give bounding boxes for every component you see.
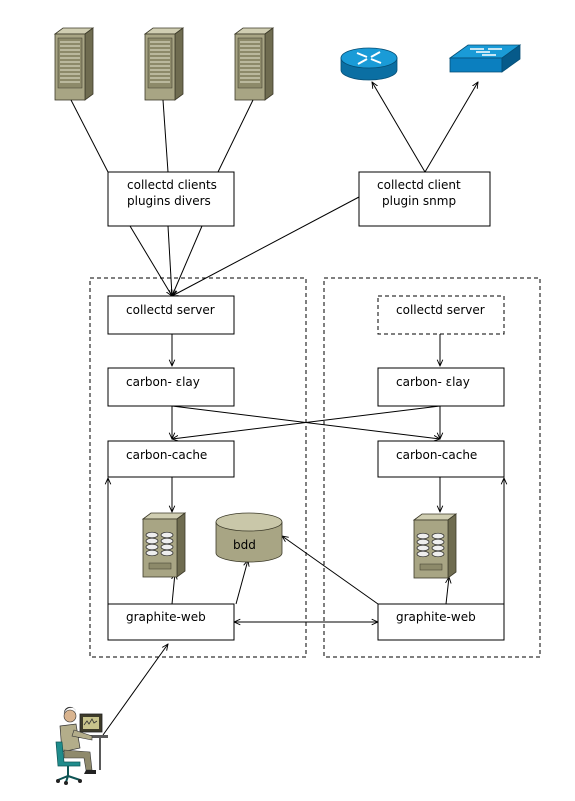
user-at-computer-icon	[55, 706, 108, 785]
connections	[70, 82, 504, 736]
box-label: graphite-web	[126, 610, 206, 624]
box-label: graphite-web	[396, 610, 476, 624]
box-label: collectd server	[396, 303, 485, 317]
collectd-client-snmp-box: collectd client plugin snmp	[358, 171, 491, 227]
storage-server-icon	[413, 513, 457, 579]
right-zone	[323, 277, 541, 658]
router-icon	[340, 47, 398, 81]
right-graphite-web-box: graphite-web	[377, 603, 505, 641]
box-label: carbon-cache	[126, 448, 207, 462]
box-label: plugins divers	[127, 194, 211, 208]
right-collectd-server-box: collectd server	[377, 295, 505, 335]
box-label: carbon- ɛlay	[126, 375, 200, 389]
server-tower-icon	[54, 27, 94, 101]
right-carbon-relay-box: carbon- ɛlay	[377, 367, 505, 407]
left-graphite-web-box: graphite-web	[107, 603, 235, 641]
server-tower-icon	[234, 27, 274, 101]
collectd-clients-divers-box: collectd clients plugins divers	[107, 171, 235, 227]
switch-icon	[448, 44, 522, 73]
left-carbon-cache-box: carbon-cache	[107, 440, 235, 478]
storage-server-icon	[142, 512, 186, 578]
box-label: plugin snmp	[382, 194, 456, 208]
box-label: carbon-cache	[396, 448, 477, 462]
left-carbon-relay-box: carbon- ɛlay	[107, 367, 235, 407]
database-cylinder-icon: bdd	[215, 512, 283, 563]
box-label: carbon- ɛlay	[396, 375, 470, 389]
bdd-label: bdd	[233, 538, 256, 552]
right-carbon-cache-box: carbon-cache	[377, 440, 505, 478]
box-label: collectd server	[126, 303, 215, 317]
server-tower-icon	[144, 27, 184, 101]
box-label: collectd client	[377, 178, 461, 192]
left-zone	[89, 277, 307, 658]
box-label: collectd clients	[127, 178, 217, 192]
left-collectd-server-box: collectd server	[107, 295, 235, 335]
